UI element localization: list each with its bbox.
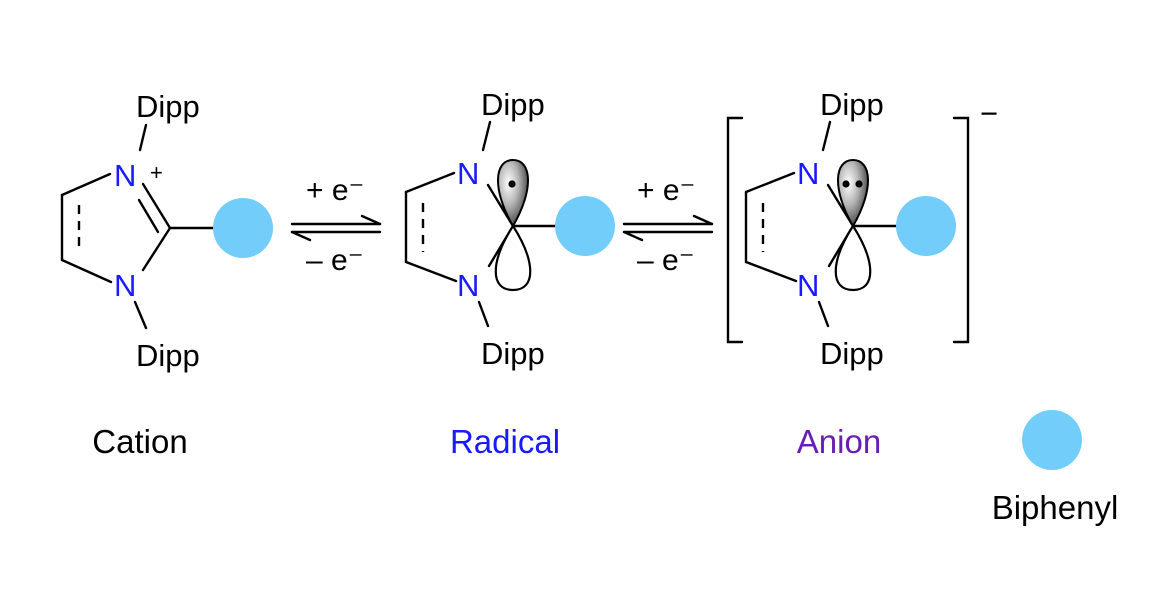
- anion-n-dipp-bond-top: [821, 120, 832, 152]
- anion-left-bracket: [726, 116, 744, 344]
- equilibrium-arrow-2: + e⁻ – e⁻: [622, 174, 714, 277]
- radical-unpaired-electron: [508, 180, 516, 188]
- anion-orbital-upper-lobe: [837, 158, 869, 228]
- cation-double-bond: [137, 198, 160, 234]
- eq1-forward-label: + e⁻: [306, 174, 364, 207]
- anion-caption: Anion: [797, 423, 881, 460]
- anion-n-bottom: N: [797, 268, 819, 303]
- radical-orbital-lower-lobe: [494, 223, 532, 292]
- cation-molecule: Dipp N + N Dipp: [60, 89, 273, 373]
- eq2-forward-arrowhead: [692, 214, 714, 226]
- eq2-reverse-arrowhead: [622, 230, 644, 242]
- eq1-reverse-label: – e⁻: [306, 244, 364, 277]
- equilibrium-arrow-1: + e⁻ – e⁻: [290, 174, 382, 277]
- cation-dipp-top: Dipp: [136, 89, 200, 124]
- radical-n-bottom: N: [457, 268, 479, 303]
- eq1-reverse-arrowhead: [290, 230, 312, 242]
- radical-n-dipp-bond-bottom: [477, 300, 490, 328]
- anion-orbital-lower-lobe: [834, 223, 872, 292]
- cation-n-dipp-bond-top: [138, 123, 148, 152]
- radical-ring-bond: [404, 260, 458, 283]
- radical-biphenyl-circle: [555, 196, 615, 256]
- radical-n-dipp-bond-top: [481, 120, 492, 152]
- anion-ring-bond: [744, 171, 796, 194]
- anion-dipp-top: Dipp: [820, 87, 884, 122]
- anion-charge: −: [980, 96, 998, 131]
- biphenyl-legend-label: Biphenyl: [992, 489, 1119, 526]
- anion-dipp-bottom: Dipp: [820, 336, 884, 371]
- cation-caption: Cation: [92, 423, 187, 460]
- cation-biphenyl-circle: [213, 198, 273, 258]
- anion-biphenyl-circle: [896, 196, 956, 256]
- anion-n-dipp-bond-bottom: [817, 300, 830, 328]
- anion-lone-pair-electron: [855, 180, 863, 188]
- cation-ring-bond: [60, 172, 112, 197]
- cation-n-bottom: N: [114, 268, 136, 303]
- radical-molecule: Dipp N N Dipp: [404, 87, 615, 371]
- cation-n-top: N: [114, 158, 136, 193]
- eq2-reverse-label: – e⁻: [637, 244, 695, 277]
- biphenyl-legend-circle: [1022, 410, 1082, 470]
- cation-ring-bond: [141, 182, 172, 230]
- cation-dipp-bottom: Dipp: [136, 338, 200, 373]
- radical-dipp-top: Dipp: [481, 87, 545, 122]
- anion-molecule: − Dipp N N Dipp: [726, 87, 998, 371]
- biphenyl-legend: Biphenyl: [992, 410, 1119, 526]
- radical-caption: Radical: [450, 423, 560, 460]
- anion-right-bracket: [952, 116, 970, 344]
- cation-ring-bond: [141, 226, 172, 272]
- radical-dipp-bottom: Dipp: [481, 336, 545, 371]
- cation-n-dipp-bond-bottom: [133, 300, 148, 330]
- radical-ring-bond: [404, 171, 456, 194]
- cation-charge: +: [150, 160, 163, 185]
- anion-ring-bond: [744, 260, 798, 283]
- eq2-forward-label: + e⁻: [637, 174, 695, 207]
- radical-orbital-upper-lobe: [497, 158, 529, 228]
- anion-lone-pair-electron: [842, 180, 850, 188]
- cation-ring-bond: [60, 258, 113, 284]
- anion-n-top: N: [797, 156, 819, 191]
- eq1-forward-arrowhead: [360, 214, 382, 226]
- radical-n-top: N: [457, 156, 479, 191]
